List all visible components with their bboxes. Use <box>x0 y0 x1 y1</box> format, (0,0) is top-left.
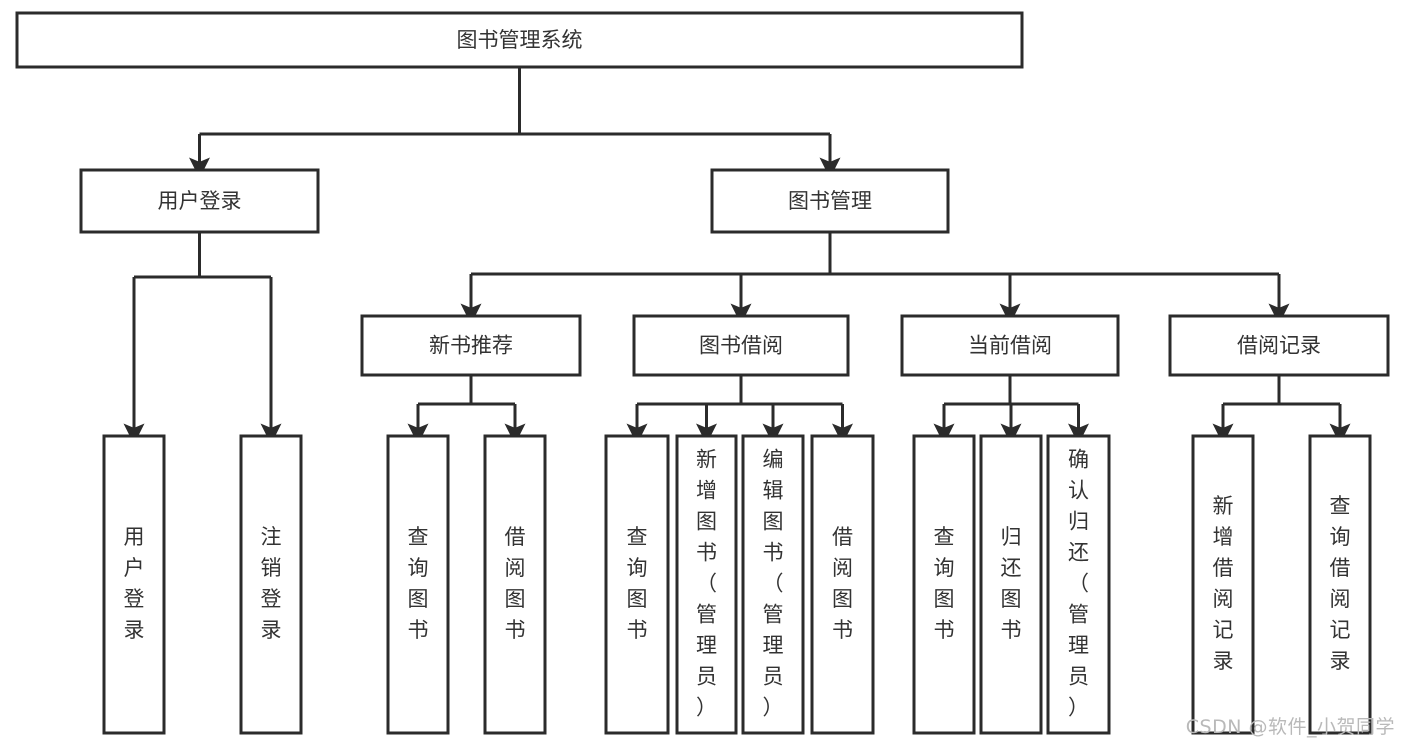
node-label-bookmgmt: 图书管理 <box>788 189 872 213</box>
node-box-leaf-bl-add <box>675 434 738 735</box>
node-root[interactable]: 图书管理系统 <box>15 11 1024 69</box>
node-records[interactable]: 借阅记录 <box>1168 314 1390 377</box>
node-current[interactable]: 当前借阅 <box>900 314 1120 377</box>
node-label-leaf-nb-borrow: 借阅图书 <box>505 525 526 642</box>
node-box-leaf-cur-ok <box>1046 434 1111 735</box>
node-box-leaf-cur-query <box>912 434 976 735</box>
node-bookmgmt[interactable]: 图书管理 <box>710 168 950 234</box>
node-label-leaf-logout: 注销登录 <box>261 525 282 642</box>
node-label-leaf-cur-ok: 确认归还（管理员） <box>1068 448 1089 720</box>
node-leaf-login[interactable]: 用户登录 <box>102 434 166 735</box>
node-box-leaf-bl-borrow <box>810 434 875 735</box>
node-label-records: 借阅记录 <box>1237 334 1321 358</box>
node-box-leaf-rec-query <box>1308 434 1372 735</box>
node-label-leaf-rec-add: 新增借阅记录 <box>1213 494 1234 673</box>
node-leaf-bl-query[interactable]: 查询图书 <box>604 434 670 735</box>
node-label-leaf-login: 用户登录 <box>124 525 145 642</box>
node-box-leaf-bl-query <box>604 434 670 735</box>
node-label-leaf-bl-query: 查询图书 <box>627 525 648 642</box>
node-leaf-rec-query[interactable]: 查询借阅记录 <box>1308 434 1372 735</box>
node-label-login: 用户登录 <box>158 189 242 213</box>
node-leaf-cur-ok[interactable]: 确认归还（管理员） <box>1046 434 1111 735</box>
node-box-borrow <box>632 314 850 377</box>
node-label-leaf-nb-query: 查询图书 <box>408 525 429 642</box>
node-box-newbooks <box>360 314 582 377</box>
node-leaf-cur-back[interactable]: 归还图书 <box>979 434 1043 735</box>
node-label-leaf-cur-back: 归还图书 <box>1001 525 1022 642</box>
node-box-root <box>15 11 1024 69</box>
node-label-newbooks: 新书推荐 <box>429 334 513 358</box>
node-leaf-rec-add[interactable]: 新增借阅记录 <box>1191 434 1255 735</box>
node-box-bookmgmt <box>710 168 950 234</box>
node-box-leaf-cur-back <box>979 434 1043 735</box>
node-leaf-logout[interactable]: 注销登录 <box>239 434 303 735</box>
node-box-leaf-nb-borrow <box>483 434 547 735</box>
node-box-leaf-rec-add <box>1191 434 1255 735</box>
node-leaf-nb-borrow[interactable]: 借阅图书 <box>483 434 547 735</box>
node-label-leaf-bl-add: 新增图书（管理员） <box>696 448 717 720</box>
node-box-records <box>1168 314 1390 377</box>
node-box-current <box>900 314 1120 377</box>
node-label-current: 当前借阅 <box>968 334 1052 358</box>
node-leaf-nb-query[interactable]: 查询图书 <box>386 434 450 735</box>
node-leaf-bl-borrow[interactable]: 借阅图书 <box>810 434 875 735</box>
node-label-leaf-bl-borrow: 借阅图书 <box>832 525 853 642</box>
node-login[interactable]: 用户登录 <box>79 168 320 234</box>
node-label-leaf-bl-edit: 编辑图书（管理员） <box>763 448 784 720</box>
node-box-leaf-bl-edit <box>741 434 805 735</box>
node-newbooks[interactable]: 新书推荐 <box>360 314 582 377</box>
node-box-leaf-login <box>102 434 166 735</box>
connector-layer <box>123 67 1351 445</box>
node-borrow[interactable]: 图书借阅 <box>632 314 850 377</box>
node-label-leaf-rec-query: 查询借阅记录 <box>1330 494 1351 673</box>
node-leaf-bl-edit[interactable]: 编辑图书（管理员） <box>741 434 805 735</box>
node-layer: 图书管理系统用户登录图书管理新书推荐图书借阅当前借阅借阅记录用户登录注销登录查询… <box>15 11 1390 735</box>
node-label-borrow: 图书借阅 <box>699 334 783 358</box>
node-box-leaf-nb-query <box>386 434 450 735</box>
node-label-leaf-cur-query: 查询图书 <box>934 525 955 642</box>
node-label-root: 图书管理系统 <box>457 28 583 52</box>
node-box-leaf-logout <box>239 434 303 735</box>
node-leaf-cur-query[interactable]: 查询图书 <box>912 434 976 735</box>
node-box-login <box>79 168 320 234</box>
node-leaf-bl-add[interactable]: 新增图书（管理员） <box>675 434 738 735</box>
